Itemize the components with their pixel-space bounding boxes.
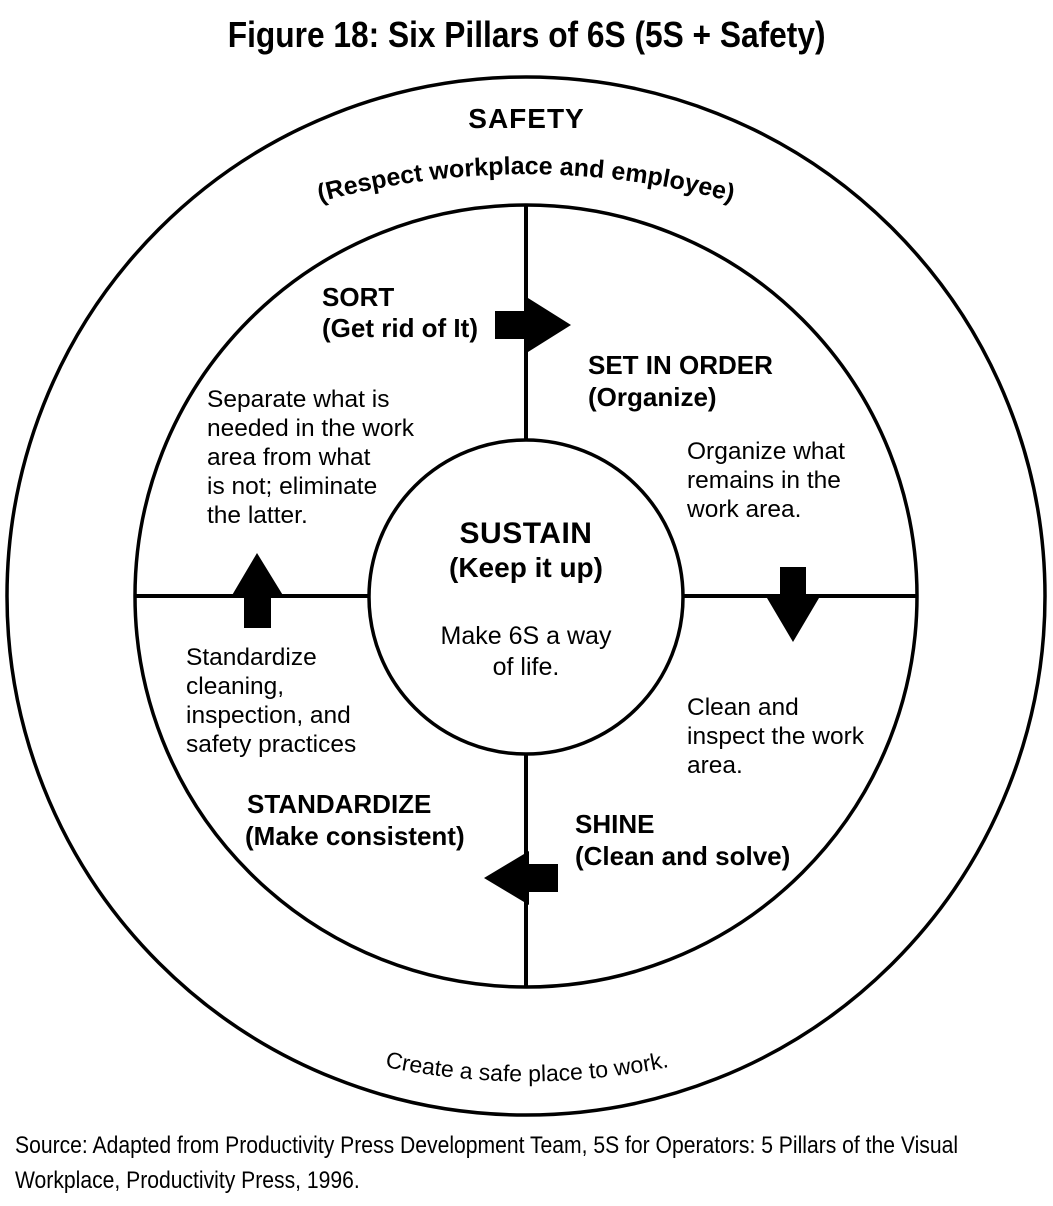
sort-title: SORT — [322, 282, 395, 312]
arrow-left-icon — [484, 851, 558, 905]
sustain-title: SUSTAIN — [459, 517, 593, 550]
standardize-description: Standardize cleaning, inspection, and sa… — [186, 644, 357, 758]
sort-description: Separate what is needed in the work area… — [207, 386, 415, 529]
outer-circle — [5, 75, 1047, 1117]
shine-subtitle: (Clean and solve) — [575, 841, 791, 871]
sustain-description: Make 6S a way of life. — [440, 622, 612, 681]
safety-label: SAFETY — [468, 103, 585, 134]
set-in-order-subtitle: (Organize) — [588, 382, 717, 412]
figure-title-text: Figure 18: Six Pillars of 6S (5S + Safet… — [227, 14, 826, 55]
arrow-down-icon — [767, 567, 819, 642]
source-caption-text: Source: Adapted from Productivity Press … — [15, 1132, 959, 1194]
outer-ring-top-caption: (Respect workplace and employee) — [314, 152, 738, 208]
source-caption: Source: Adapted from Productivity Press … — [15, 1128, 1053, 1198]
sustain-subtitle: (Keep it up) — [449, 552, 603, 583]
arrow-up-icon — [231, 553, 284, 628]
standardize-subtitle: (Make consistent) — [245, 821, 465, 851]
shine-description: Clean and inspect the work area. — [687, 694, 865, 779]
arrow-right-icon — [495, 298, 571, 352]
set-in-order-title: SET IN ORDER — [588, 350, 773, 380]
outer-ring-bottom-caption: Create a safe place to work. — [384, 1046, 671, 1086]
shine-title: SHINE — [575, 809, 655, 839]
set-in-order-description: Organize what remains in the work area. — [687, 438, 845, 523]
standardize-title: STANDARDIZE — [247, 789, 432, 819]
center-circle — [367, 438, 685, 756]
sort-subtitle: (Get rid of It) — [322, 313, 478, 343]
svg-text:(Respect workplace and employe: (Respect workplace and employee) — [314, 152, 738, 208]
svg-text:Create a safe place to work.: Create a safe place to work. — [384, 1046, 671, 1086]
figure-title: Figure 18: Six Pillars of 6S (5S + Safet… — [0, 14, 1053, 56]
